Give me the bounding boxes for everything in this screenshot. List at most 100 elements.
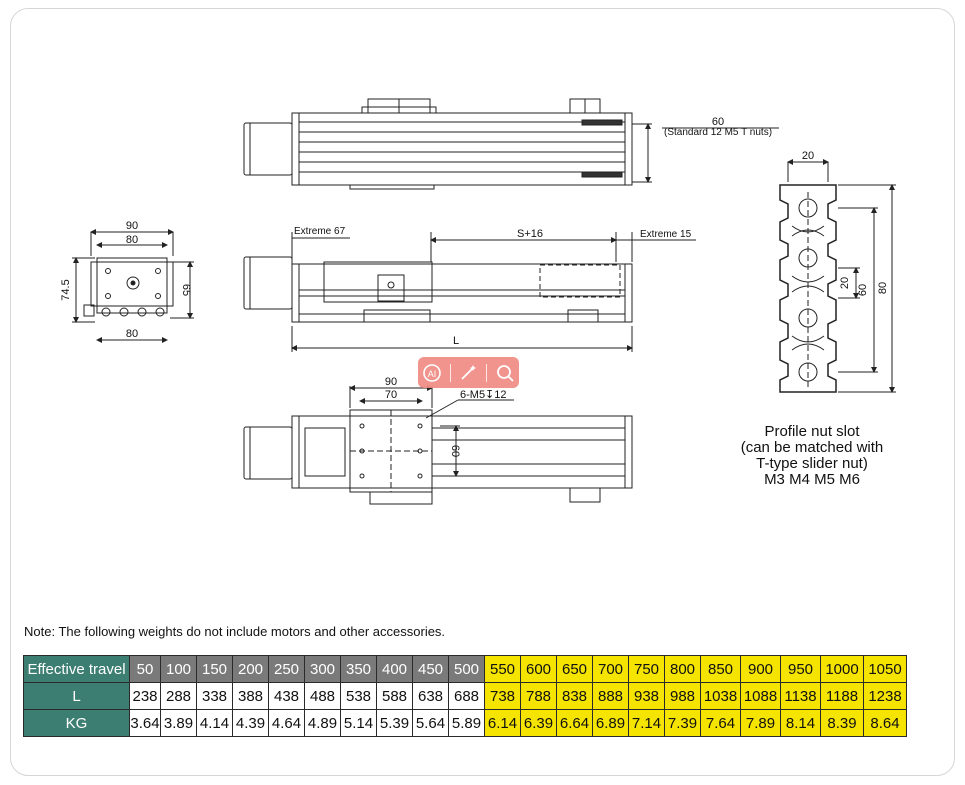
- row-label: L: [23, 682, 130, 710]
- dim-end-65: 65: [180, 284, 192, 296]
- dim-carriage-90: 90: [385, 376, 397, 388]
- table-cell: 7.89: [740, 709, 781, 737]
- top-view-note: (Standard 12 M5 T nuts): [664, 127, 772, 138]
- table-cell: 950: [780, 655, 821, 683]
- table-cell: 850: [700, 655, 741, 683]
- table-cell: 8.64: [863, 709, 907, 737]
- dim-end-80-top: 80: [126, 234, 138, 246]
- table-cell: 550: [484, 655, 521, 683]
- table-cell: 100: [160, 655, 197, 683]
- profile-caption: Profile nut slot (can be matched with T-…: [722, 424, 902, 488]
- top-view: [243, 98, 652, 190]
- table-cell: 1238: [863, 682, 907, 710]
- table-cell: 738: [484, 682, 521, 710]
- search-icon[interactable]: [495, 363, 515, 383]
- weights-note: Note: The following weights do not inclu…: [24, 624, 446, 639]
- table-cell: 388: [232, 682, 269, 710]
- magic-wand-icon[interactable]: [458, 363, 478, 383]
- table-cell: 988: [664, 682, 701, 710]
- table-cell: 8.14: [780, 709, 821, 737]
- dim-carriage-holes: 6-M5↧12: [460, 389, 507, 401]
- table-cell: 6.14: [484, 709, 521, 737]
- table-cell: 5.64: [412, 709, 449, 737]
- table-cell: 700: [592, 655, 629, 683]
- table-cell: 1050: [863, 655, 907, 683]
- table-cell: 350: [340, 655, 377, 683]
- table-cell: 1088: [740, 682, 781, 710]
- profile-caption-line: Profile nut slot: [764, 423, 860, 440]
- dim-length: L: [453, 335, 459, 347]
- dim-end-80-bottom: 80: [126, 328, 138, 340]
- table-cell: 6.64: [556, 709, 593, 737]
- dim-profile-20-w: 20: [802, 150, 814, 162]
- table-cell: 5.39: [376, 709, 413, 737]
- dim-profile-60: 60: [857, 284, 869, 296]
- table-cell: 4.14: [196, 709, 233, 737]
- profile-caption-line: (can be matched with: [740, 439, 884, 456]
- table-cell: 3.64: [129, 709, 161, 737]
- table-cell: 688: [448, 682, 485, 710]
- table-cell: 900: [740, 655, 781, 683]
- table-cell: 7.39: [664, 709, 701, 737]
- dim-carriage-70: 70: [385, 389, 397, 401]
- table-cell: 288: [160, 682, 197, 710]
- carriage-view: [243, 385, 633, 505]
- table-cell: 338: [196, 682, 233, 710]
- table-cell: 500: [448, 655, 485, 683]
- table-cell: 750: [628, 655, 665, 683]
- table-cell: 600: [520, 655, 557, 683]
- table-cell: 6.89: [592, 709, 629, 737]
- table-cell: 250: [268, 655, 305, 683]
- table-cell: 5.89: [448, 709, 485, 737]
- table-cell: 8.39: [820, 709, 864, 737]
- table-cell: 7.64: [700, 709, 741, 737]
- row-label: Effective travel: [23, 655, 130, 683]
- table-cell: 5.14: [340, 709, 377, 737]
- table-cell: 938: [628, 682, 665, 710]
- table-cell: 200: [232, 655, 269, 683]
- dim-profile-80: 80: [877, 282, 889, 294]
- table-cell: 888: [592, 682, 629, 710]
- dim-extreme-right: Extreme 15: [640, 229, 692, 240]
- profile-section: [779, 159, 896, 393]
- table-cell: 7.14: [628, 709, 665, 737]
- dim-end-90: 90: [126, 220, 138, 232]
- dim-extreme-left: Extreme 67: [294, 226, 346, 237]
- side-view: [243, 232, 696, 352]
- table-cell: 238: [129, 682, 161, 710]
- toolbar-divider: [449, 363, 451, 382]
- table-cell: 1038: [700, 682, 741, 710]
- table-cell: 300: [304, 655, 341, 683]
- table-cell: 638: [412, 682, 449, 710]
- table-cell: 1000: [820, 655, 864, 683]
- dim-stroke: S+16: [517, 228, 543, 240]
- table-cell: 450: [412, 655, 449, 683]
- table-cell: 400: [376, 655, 413, 683]
- profile-caption-line: M3 M4 M5 M6: [764, 471, 860, 488]
- end-view: [72, 229, 194, 343]
- table-cell: 538: [340, 682, 377, 710]
- table-cell: 788: [520, 682, 557, 710]
- dim-top-60: 60: [712, 116, 724, 128]
- ai-icon[interactable]: AI: [422, 363, 442, 383]
- table-cell: 488: [304, 682, 341, 710]
- table-cell: 3.89: [160, 709, 197, 737]
- table-cell: 50: [129, 655, 161, 683]
- dim-end-74-5: 74.5: [60, 279, 72, 300]
- table-cell: 4.64: [268, 709, 305, 737]
- table-cell: 1138: [780, 682, 821, 710]
- row-label: KG: [23, 709, 130, 737]
- table-cell: 800: [664, 655, 701, 683]
- table-cell: 6.39: [520, 709, 557, 737]
- svg-text:AI: AI: [428, 369, 437, 379]
- dim-carriage-60: 60: [449, 445, 461, 457]
- dim-profile-20-h: 20: [839, 277, 851, 289]
- table-cell: 150: [196, 655, 233, 683]
- profile-caption-line: T-type slider nut): [756, 455, 868, 472]
- table-cell: 4.89: [304, 709, 341, 737]
